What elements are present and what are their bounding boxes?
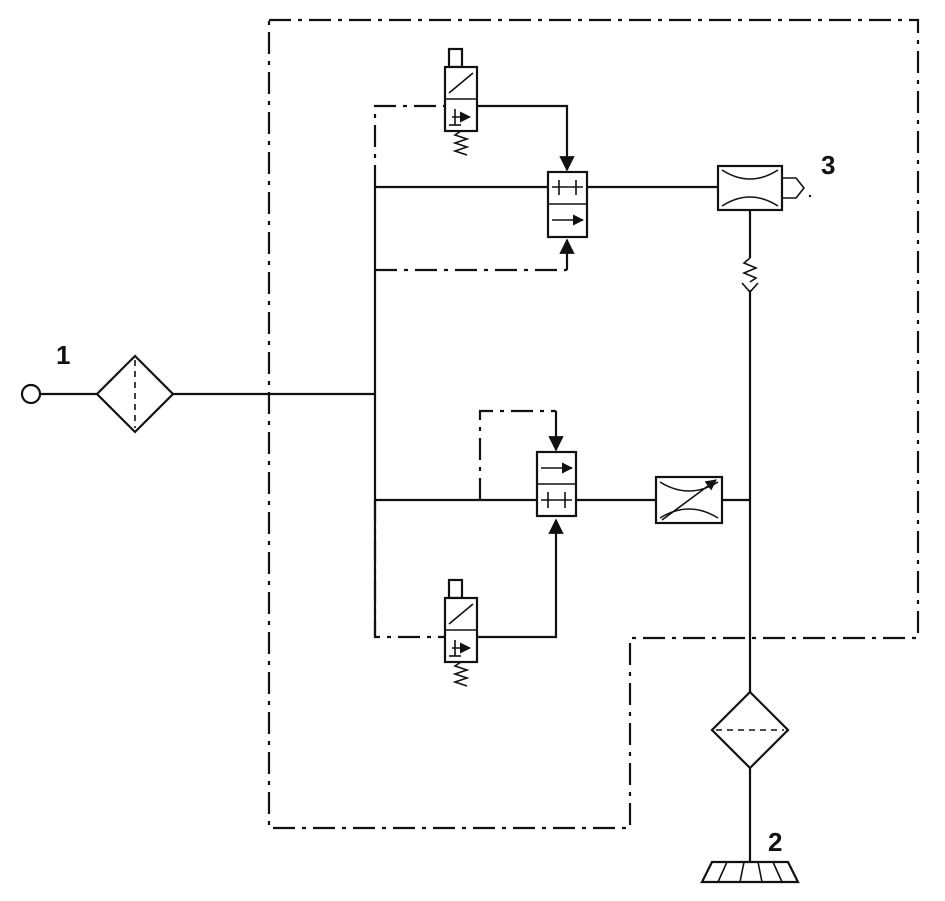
control-block-boundary	[267, 18, 920, 830]
inlet-filter	[95, 354, 175, 434]
check-valve-spring	[741, 257, 759, 283]
port-2-label: 2	[768, 827, 782, 857]
lower-solenoid-valve	[443, 578, 479, 687]
outlet-nozzle-3	[716, 164, 812, 212]
supply-port-1	[20, 383, 97, 405]
port-1-label: 1	[56, 340, 70, 370]
supply-source-symbol	[20, 383, 42, 405]
lower-valve	[535, 450, 578, 518]
exhaust-silencer-2	[700, 860, 800, 884]
adjustable-restrictor	[654, 475, 724, 525]
upper-pilot-line	[373, 104, 445, 187]
upper-valve	[546, 170, 589, 239]
port-3-label: 3	[821, 150, 835, 180]
outlet-filter	[710, 690, 790, 770]
lower-feedback-pilot	[478, 409, 556, 500]
upper-solenoid-valve	[443, 47, 479, 156]
lower-pilot-line	[373, 500, 445, 639]
